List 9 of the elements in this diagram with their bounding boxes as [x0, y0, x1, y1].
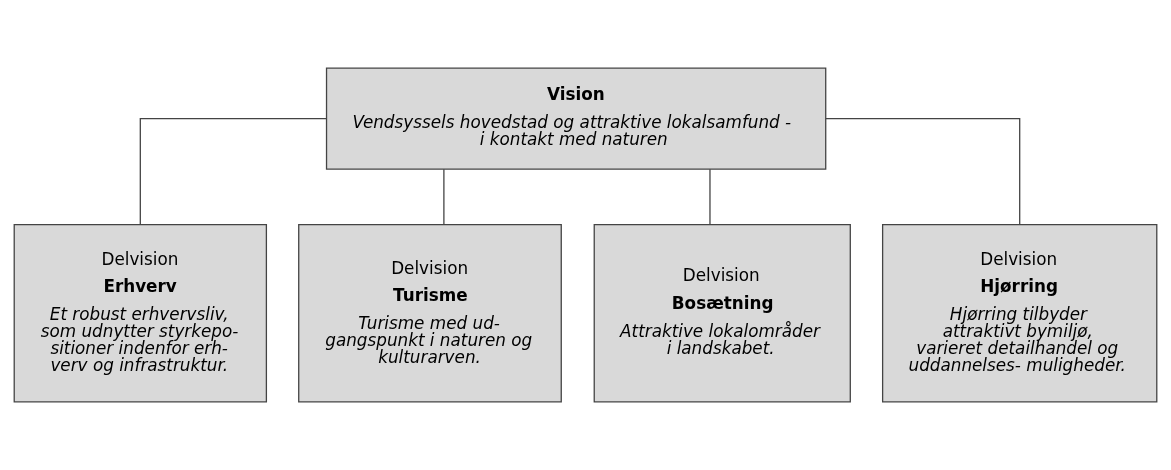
connector: [825, 117, 1021, 226]
connector: [443, 168, 445, 226]
node-box: Delvision Hjørring Hjørring tilbyder attraktivt bymiljø, varieret detailhandel og uddannelses- muligheder.: [881, 224, 1158, 403]
connector: [709, 168, 711, 226]
node-box: Delvision Erhverv Et robust erhvervsliv, som udnytter styrkepo- sitioner indenfor erh- verv og infrastruktur.: [13, 224, 268, 403]
connector: [139, 117, 328, 226]
node-box: Delvision Turisme Turisme med ud- gangspunkt i naturen og kulturarven.: [298, 224, 562, 403]
node-box: Vision Vendsyssels hovedstad og attraktive lokalsamfund - i kontakt med naturen: [325, 67, 827, 170]
node-box: Delvision Bosætning Attraktive lokalområder i landskabet.: [593, 224, 851, 403]
